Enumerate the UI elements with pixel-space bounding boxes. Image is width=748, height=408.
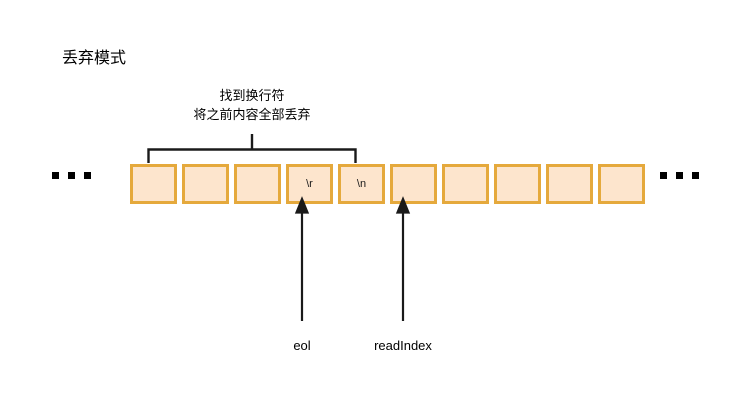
buffer-cell: [442, 164, 489, 204]
bracket-caption-line-2: 将之前内容全部丢弃: [193, 107, 311, 122]
buffer-strip: \r \n: [130, 164, 645, 204]
buffer-cell: [130, 164, 177, 204]
ellipsis-right: [660, 172, 699, 179]
buffer-cell: [598, 164, 645, 204]
bracket-caption-line-1: 找到换行符: [219, 88, 285, 103]
pointer-label-eol: eol: [293, 338, 311, 353]
pointer-label-readindex: readIndex: [374, 338, 432, 353]
ellipsis-left: [52, 172, 91, 179]
buffer-cell: \n: [338, 164, 385, 204]
buffer-cell: \r: [286, 164, 333, 204]
ellipsis-dot: [692, 172, 699, 179]
ellipsis-dot: [68, 172, 75, 179]
buffer-cell: [494, 164, 541, 204]
ellipsis-dot: [52, 172, 59, 179]
eol-pointer-arrow: [294, 196, 310, 321]
read-index-pointer-arrow: [395, 196, 411, 321]
page-title: 丢弃模式: [62, 50, 127, 67]
bracket-caption: 找到换行符 将之前内容全部丢弃: [152, 86, 352, 124]
buffer-cell: [234, 164, 281, 204]
buffer-cell: [390, 164, 437, 204]
buffer-cell-label: \r: [306, 178, 313, 190]
ellipsis-dot: [676, 172, 683, 179]
buffer-cell-label: \n: [356, 178, 367, 190]
buffer-cell: [546, 164, 593, 204]
buffer-cell: [182, 164, 229, 204]
ellipsis-dot: [660, 172, 667, 179]
ellipsis-dot: [84, 172, 91, 179]
discard-range-bracket: [147, 134, 357, 163]
